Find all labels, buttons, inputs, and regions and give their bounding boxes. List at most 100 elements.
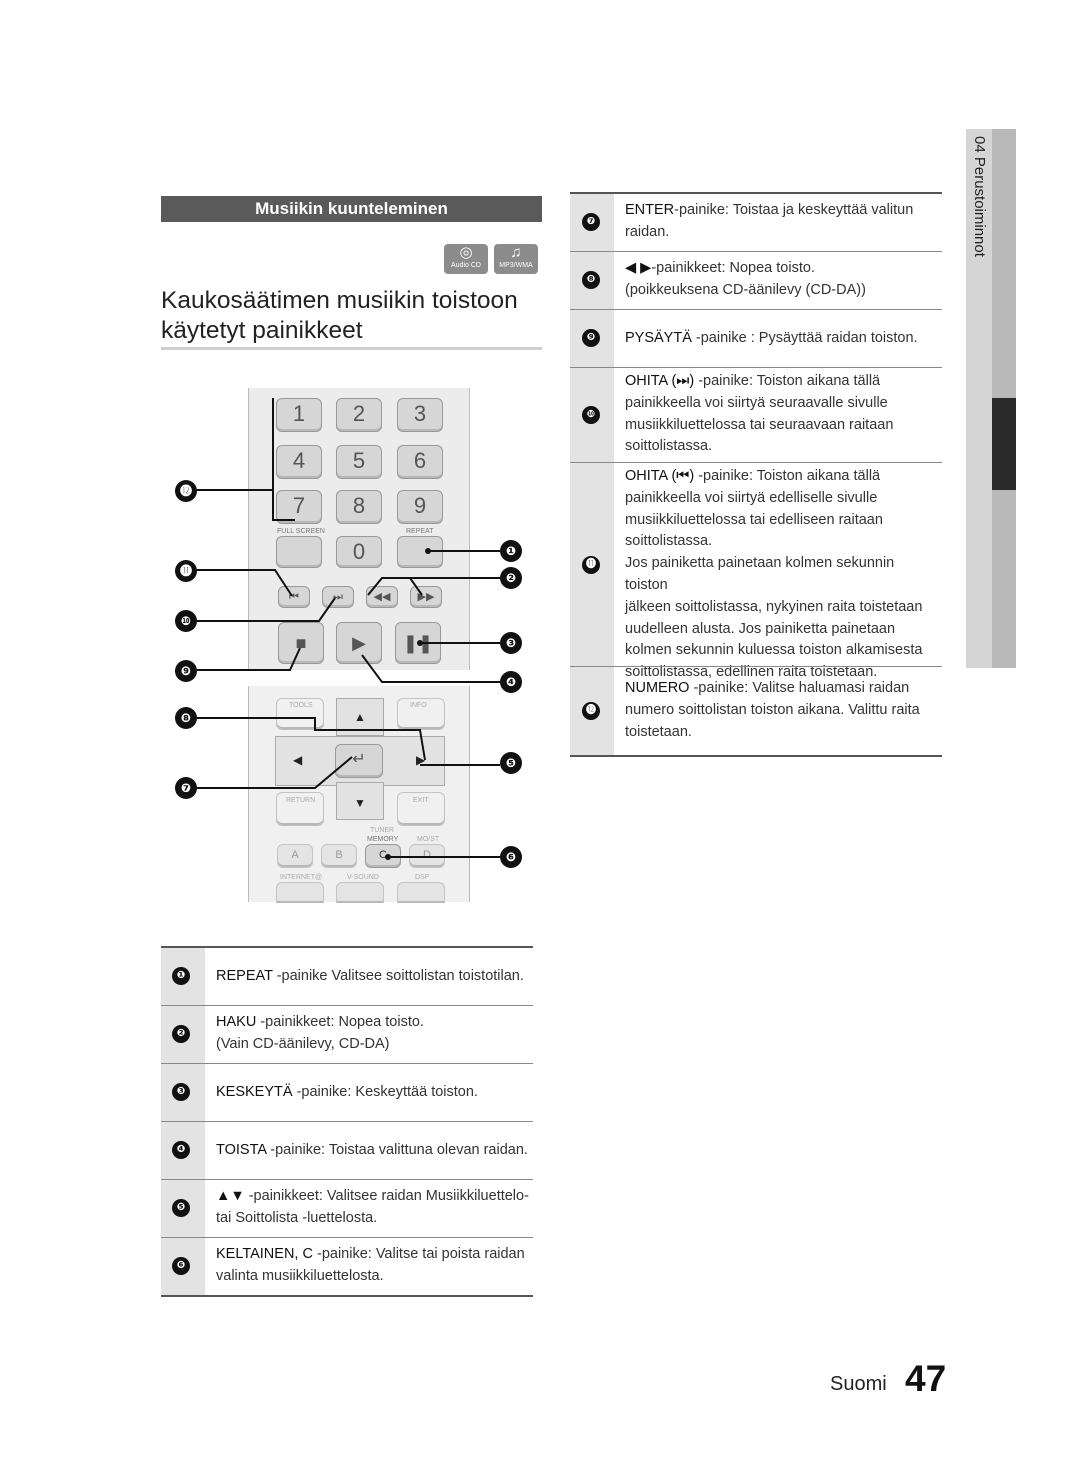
row-text: -painike : Pysäyttää raidan toiston. (691, 330, 918, 346)
row-text: jälkeen soittolistassa, nykyinen raita t… (625, 598, 923, 615)
exit-key (397, 792, 445, 826)
title-line-2: käytetyt painikkeet (161, 317, 363, 344)
callout-5: ❺ (500, 752, 522, 774)
row-number: ❼ (582, 213, 600, 231)
callout-line-10 (197, 597, 336, 622)
row-text: -painike: Toiston aikana tällä (694, 468, 881, 484)
callout-9: ❾ (175, 660, 197, 682)
callout-line-11 (197, 569, 293, 597)
title-line-1: Kaukosäätimen musiikin toistoon (161, 287, 518, 314)
info-key (397, 698, 445, 730)
callout-6: ❻ (500, 846, 522, 868)
internet-key (276, 882, 324, 903)
row-key: KESKEYTÄ (216, 1084, 293, 1100)
chapter-active-marker (992, 398, 1016, 490)
row-key: TOISTA (216, 1142, 267, 1158)
row-text: valinta musiikkiluettelosta. (216, 1268, 384, 1284)
row-text: -painike: Toiston aikana tällä (694, 373, 881, 389)
row-text: kolmen sekunnin kuluessa toiston alkamis… (625, 642, 923, 659)
callout-4: ❹ (500, 671, 522, 693)
row-text: -painike: Toistaa ja keskeyttää valitun (674, 202, 914, 218)
row-number: ❽ (582, 271, 600, 289)
callout-3: ❸ (500, 632, 522, 654)
mo-st-label: MO/ST (417, 836, 440, 843)
mp3-wma-icon: ♫MP3/WMA (494, 244, 538, 274)
table-row: ❻ KELTAINEN, C -painike: Valitse tai poi… (161, 1238, 533, 1297)
row-number: ❿ (582, 406, 600, 424)
right-table-top-rule (570, 192, 942, 194)
page-title: Kaukosäätimen musiikin toistoon käytetyt… (161, 286, 546, 346)
table-row: ❺ ▲▼ -painikkeet: Valitsee raidan Musiik… (161, 1180, 533, 1238)
callout-7: ❼ (175, 777, 197, 799)
mp3-wma-label: MP3/WMA (499, 262, 533, 269)
digit-4-key: 4 (276, 445, 322, 479)
callout-line-8 (197, 717, 426, 761)
callout-2: ❷ (500, 567, 522, 589)
repeat-label: REPEAT (406, 528, 434, 535)
row-key: NUMERO (625, 680, 690, 696)
color-a-key: A (277, 844, 313, 868)
table-row: ❶ REPEAT -painike Valitsee soittolistan … (161, 948, 533, 1006)
row-number: ❷ (172, 1025, 190, 1043)
search-back-key: ◀◀ (366, 586, 398, 608)
row-number: ⓬ (582, 702, 600, 720)
page-number: 47 (905, 1358, 947, 1399)
up-arrow-icon: ▲ (354, 710, 366, 724)
row-text: toistetaan. (625, 723, 692, 740)
audio-cd-icon: ◎Audio CD (444, 244, 488, 274)
memory-label: MEMORY (367, 836, 399, 843)
row-key: ▲▼ (216, 1188, 245, 1204)
callout-8: ❽ (175, 707, 197, 729)
callout-line-4 (361, 654, 500, 683)
row-text: soittolistassa, edellinen raita toisteta… (625, 664, 878, 681)
dsp-label: DSP (415, 874, 430, 881)
digit-3-key: 3 (397, 398, 443, 432)
row-text: soittolistassa. (625, 438, 713, 455)
digit-6-key: 6 (397, 445, 443, 479)
row-key: PYSÄYTÄ (625, 330, 692, 346)
row-key: REPEAT (216, 968, 273, 984)
row-text: -painike: Keskeyttää toiston. (292, 1084, 478, 1100)
row-text: Jos painiketta painetaan kolmen sekunnin… (625, 555, 895, 593)
vsound-key (336, 882, 384, 903)
table-row: ⓫ OHITA (⏮) -painike: Toiston aikana täl… (570, 462, 942, 680)
left-table-top-rule (161, 946, 533, 948)
row-number: ❻ (172, 1257, 190, 1275)
digit-8-key: 8 (336, 490, 382, 524)
callout-12: ⓬ (175, 480, 197, 502)
row-text: -painike: Valitse haluamasi raidan (689, 680, 910, 696)
callout-10: ❿ (175, 610, 197, 632)
row-text: uudelleen alusta. Jos painiketta paineta… (625, 620, 896, 637)
row-text: raidan. (625, 223, 670, 240)
row-text: -painike Valitsee soittolistan toistotil… (272, 968, 524, 984)
row-text: -painike: Valitse tai poista raidan (312, 1246, 525, 1262)
row-text: painikkeella voi siirtyä edelliselle siv… (625, 489, 878, 506)
color-b-key: B (321, 844, 357, 868)
row-key: OHITA (⏭) (625, 373, 695, 389)
audio-cd-label: Audio CD (451, 262, 481, 269)
full-screen-key (276, 536, 322, 568)
row-text: -painikkeet: Nopea toisto. (651, 260, 815, 276)
digit-7-key: 7 (276, 490, 322, 524)
row-number: ❾ (582, 329, 600, 347)
callout-line-9 (197, 647, 301, 671)
digit-1-key: 1 (276, 398, 322, 432)
skip-forward-key: ⏭ (322, 586, 354, 608)
table-row: ❾ PYSÄYTÄ -painike : Pysäyttää raidan to… (570, 309, 942, 367)
internet-label: INTERNET@ (280, 874, 323, 881)
return-key (276, 792, 324, 826)
row-number: ⓫ (582, 556, 600, 574)
table-row: ❸ KESKEYTÄ -painike: Keskeyttää toiston. (161, 1064, 533, 1122)
row-text: -painikkeet: Valitsee raidan Musiikkilue… (244, 1188, 529, 1204)
row-key: OHITA (⏮) (625, 468, 695, 484)
row-text: (poikkeuksena CD-äänilevy (CD-DA)) (625, 281, 866, 298)
row-text: (Vain CD-äänilevy, CD-DA) (216, 1036, 390, 1052)
row-text: painikkeella voi siirtyä seuraavalle siv… (625, 394, 888, 411)
stop-key: ■ (278, 622, 324, 664)
down-arrow-icon: ▼ (354, 796, 366, 810)
skip-back-key: ⏮ (278, 586, 310, 608)
tools-key (276, 698, 324, 730)
remote-illustration-top: 1 2 3 4 5 6 7 8 9 FULL SCREEN REPEAT 0 ⏮… (248, 388, 470, 670)
row-text: numero soittolistan toiston aikana. Vali… (625, 701, 920, 718)
